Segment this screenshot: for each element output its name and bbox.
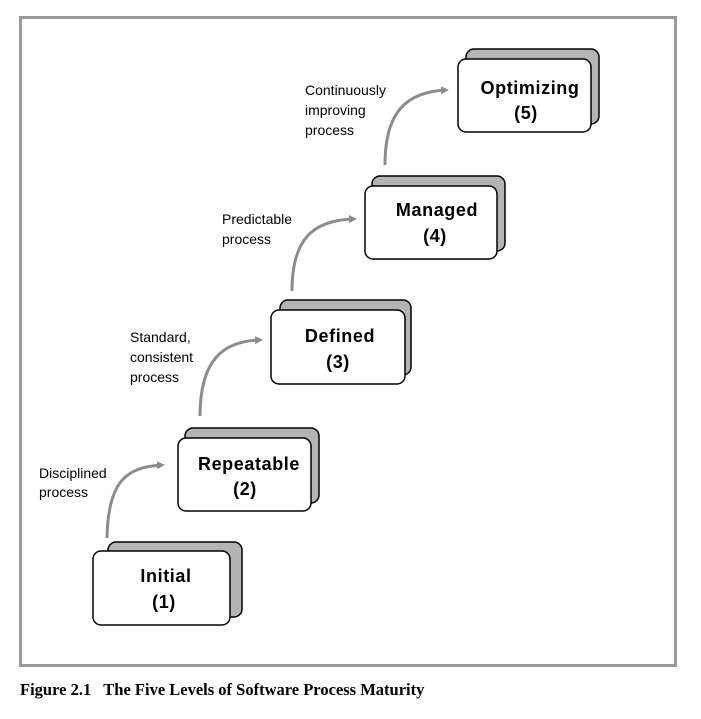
level-box-optimizing: Optimizing (5) [457,48,600,133]
transition-arrow-4 [383,86,449,166]
level-number: (1) [152,592,176,612]
transition-label-line: Continuously [305,82,386,98]
level-box-managed: Managed (4) [364,175,506,260]
level-name: Managed [396,200,478,220]
level-box-initial: Initial (1) [92,541,243,626]
level-card [270,309,406,385]
transition-label-line: Standard, [130,329,191,345]
figure-title: The Five Levels of Software Process Matu… [103,680,425,699]
level-card [177,437,312,512]
level-box-defined: Defined (3) [270,299,412,385]
transition-label-line: consistent [130,349,193,365]
level-name: Optimizing [481,78,580,98]
transition-label-predictable: Predictable process [222,211,292,247]
level-box-repeatable: Repeatable (2) [177,427,320,512]
transition-label-disciplined: Disciplined process [39,465,107,500]
transition-label-standard: Standard, consistent process [130,329,193,385]
transition-label-line: Predictable [222,211,292,227]
transition-label-line: process [222,231,271,247]
transition-label-continuously: Continuously improving process [305,82,386,138]
figure-caption: Figure 2.1 The Five Levels of Software P… [20,680,424,700]
transition-label-line: process [39,484,88,500]
level-number: (5) [514,103,538,123]
level-number: (2) [233,479,257,499]
level-number: (4) [423,226,447,246]
transition-arrow-1 [105,461,165,539]
transition-label-line: improving [305,102,366,118]
level-card [92,550,231,626]
level-name: Defined [305,326,375,346]
transition-arrow-2 [198,336,263,417]
transition-label-line: Disciplined [39,465,107,481]
figure-number: Figure 2.1 [20,680,92,699]
level-card [364,185,498,260]
level-name: Repeatable [198,454,300,474]
level-card [457,58,592,133]
transition-arrow-3 [290,215,357,292]
level-number: (3) [326,352,350,372]
level-name: Initial [140,566,191,586]
transition-label-line: process [130,369,179,385]
transition-label-line: process [305,122,354,138]
